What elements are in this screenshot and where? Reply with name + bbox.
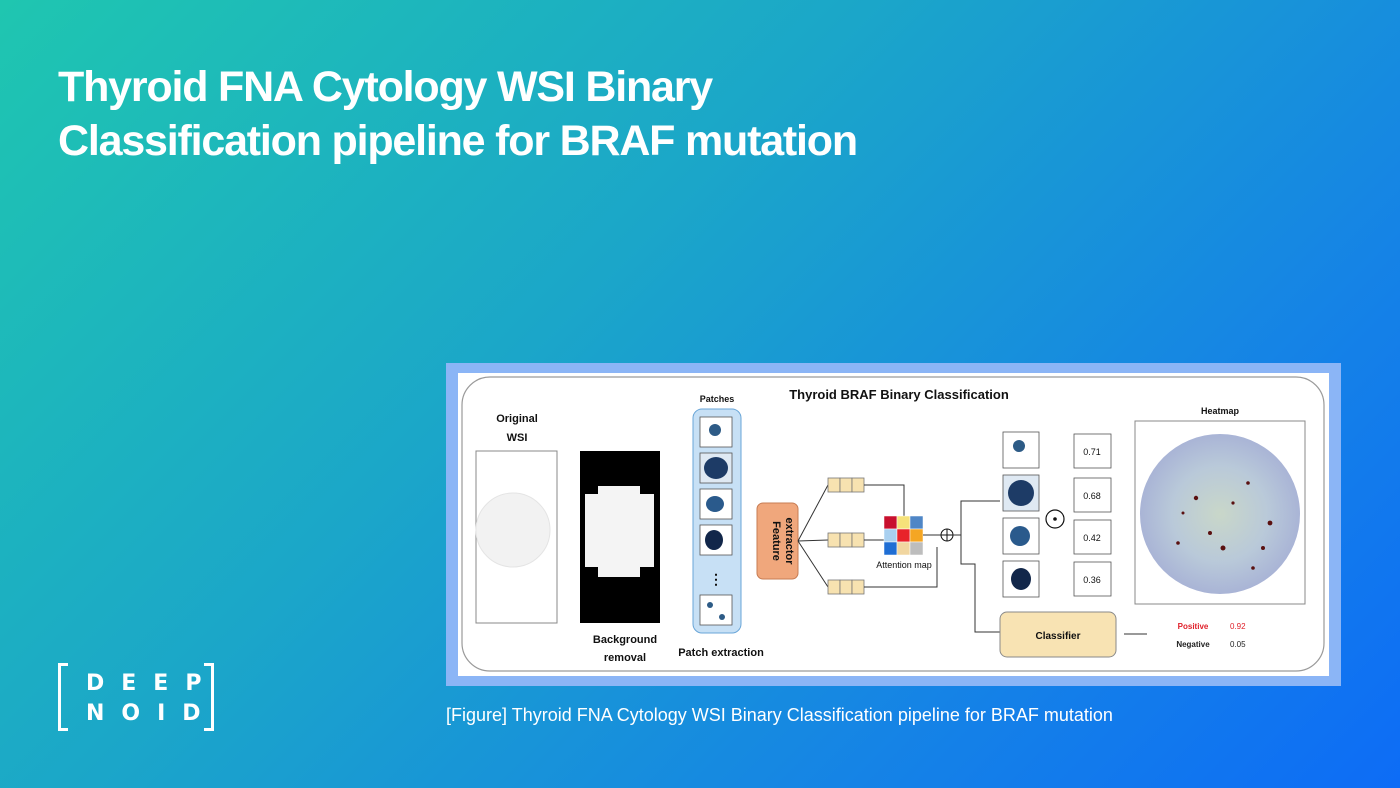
weighted-patches [1002,431,1040,598]
negative-label: Negative [1176,640,1210,649]
negative-value: 0.05 [1230,640,1246,649]
attention-cell [883,541,898,556]
logo-text-row-2: NOID [86,701,218,726]
original-wsi-slide [475,492,551,568]
pipeline-diagram: Thyroid BRAF Binary Classification Origi… [461,376,1325,672]
heatmap-label: Heatmap [1201,406,1240,416]
heatmap-hotspot [1261,546,1265,550]
weighted-patch-cells [1010,526,1030,546]
heatmap-hotspot [1251,566,1255,570]
feature-vector-bottom [827,579,865,595]
patch-list: ⋮ [699,416,733,626]
deepnoid-logo: DEEP NOID [58,663,218,733]
attention-map-grid [883,515,924,556]
diagram-border [461,376,1325,672]
weighted-patch-cells [1008,480,1034,506]
score-value: 0.36 [1083,575,1101,585]
attention-cell [883,515,898,530]
title-line-2: Classification pipeline for BRAF mutatio… [58,117,858,165]
feature-extractor-label-2: extractor [783,517,795,565]
patch-thumbnail [699,594,733,626]
attention-scores: 0.71 0.68 0.42 0.36 [1073,433,1112,597]
sum-connectors [953,500,1000,633]
classifier-block [999,611,1117,658]
feature-extractor-label-1: Feature [770,521,782,561]
score-value: 0.42 [1083,533,1101,543]
weighted-patch-cells [1011,568,1031,590]
title-line-1: Thyroid FNA Cytology WSI Binary [58,63,713,111]
attention-cell [909,515,924,530]
circle-plus-glyph [941,529,953,541]
vector-connectors [864,484,938,588]
heatmap-hotspot [1208,531,1212,535]
logo-right-bracket [204,663,214,731]
attention-cell [896,528,911,543]
heatmap-hotspot [1267,520,1273,526]
patch-cell-cluster [709,424,721,436]
feature-vector-top [827,477,865,493]
attention-map-label: Attention map [876,560,932,570]
patch-cell-cluster [705,530,723,550]
heatmap-hotspot [1181,511,1185,515]
feature-branches [797,484,829,588]
heatmap-hotspot [1193,495,1199,501]
patches-label: Patches [700,394,735,404]
heatmap-hotspot [1246,481,1250,485]
heatmap-hotspots [1176,481,1273,570]
heatmap-hotspot [1220,545,1226,551]
heatmap-slide [1140,434,1300,594]
original-label-1: Original [496,413,538,425]
score-value: 0.68 [1083,491,1101,501]
feature-vector-middle [827,532,865,548]
background-label-1: Background [593,634,657,646]
classifier-label: Classifier [1035,631,1080,642]
attention-cell [909,528,924,543]
diagram-heading: Thyroid BRAF Binary Classification [789,387,1009,402]
positive-value: 0.92 [1230,622,1246,631]
attention-cell [896,515,911,530]
figure-caption: [Figure] Thyroid FNA Cytology WSI Binary… [446,705,1113,725]
patches-ellipsis: ⋮ [709,571,723,587]
score-box [1073,519,1112,555]
patch-cell-cluster [719,614,725,620]
patch-cell-cluster [706,496,724,512]
weighted-patch-cells [1013,440,1025,452]
score-box [1073,561,1112,597]
positive-label: Positive [1178,622,1209,631]
heatmap-hotspot [1176,541,1180,545]
patch-cell-cluster [707,602,713,608]
background-label-2: removal [604,652,646,664]
background-removal-mask [585,486,654,577]
circle-dot-center [1053,517,1057,521]
score-box [1073,477,1112,513]
figure-canvas: Thyroid BRAF Binary Classification Origi… [458,373,1329,676]
page-title: Thyroid FNA Cytology WSI Binary Classifi… [58,60,858,168]
patch-cell-cluster [704,457,728,479]
original-label-2: WSI [507,432,528,444]
logo-text-row-1: DEEP [86,671,219,696]
score-box [1073,433,1112,469]
figure-frame: Thyroid BRAF Binary Classification Origi… [446,363,1341,686]
attention-cell [883,528,898,543]
patch-extraction-label: Patch extraction [678,647,764,659]
attention-cell [896,541,911,556]
score-value: 0.71 [1083,447,1101,457]
heatmap-hotspot [1231,501,1235,505]
logo-left-bracket [58,663,68,731]
attention-cell [909,541,924,556]
